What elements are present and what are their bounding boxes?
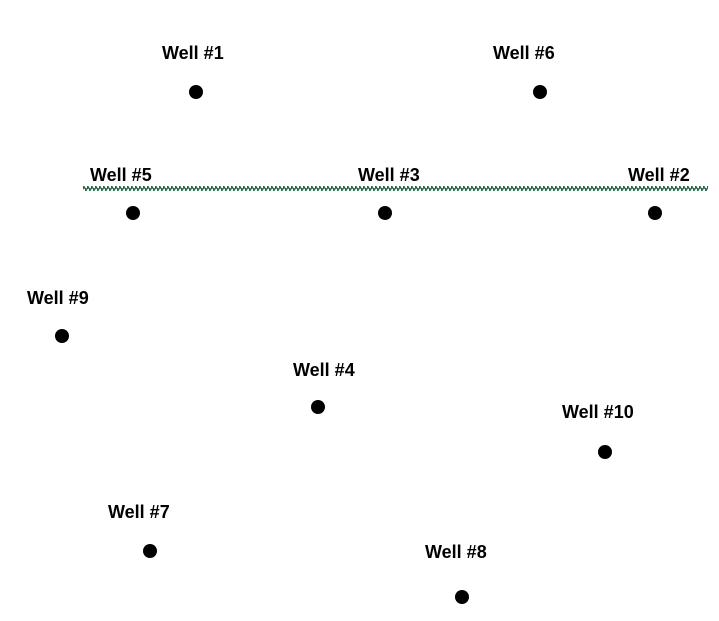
well-label-8: Well #8 (425, 542, 487, 562)
well-dot-5 (126, 206, 140, 220)
well-label-7: Well #7 (108, 502, 170, 522)
well-dot-4 (311, 400, 325, 414)
well-label-10: Well #10 (562, 402, 634, 422)
well-label-4: Well #4 (293, 360, 355, 380)
well-label-6: Well #6 (493, 43, 555, 63)
well-dot-7 (143, 544, 157, 558)
well-dot-3 (378, 206, 392, 220)
squiggle-line (83, 186, 708, 191)
well-label-2: Well #2 (628, 165, 690, 185)
well-label-1: Well #1 (162, 43, 224, 63)
well-dot-9 (55, 329, 69, 343)
well-dot-2 (648, 206, 662, 220)
well-dot-6 (533, 85, 547, 99)
well-label-5: Well #5 (90, 165, 152, 185)
well-dot-10 (598, 445, 612, 459)
well-label-9: Well #9 (27, 288, 89, 308)
well-label-3: Well #3 (358, 165, 420, 185)
well-dot-8 (455, 590, 469, 604)
well-dot-1 (189, 85, 203, 99)
